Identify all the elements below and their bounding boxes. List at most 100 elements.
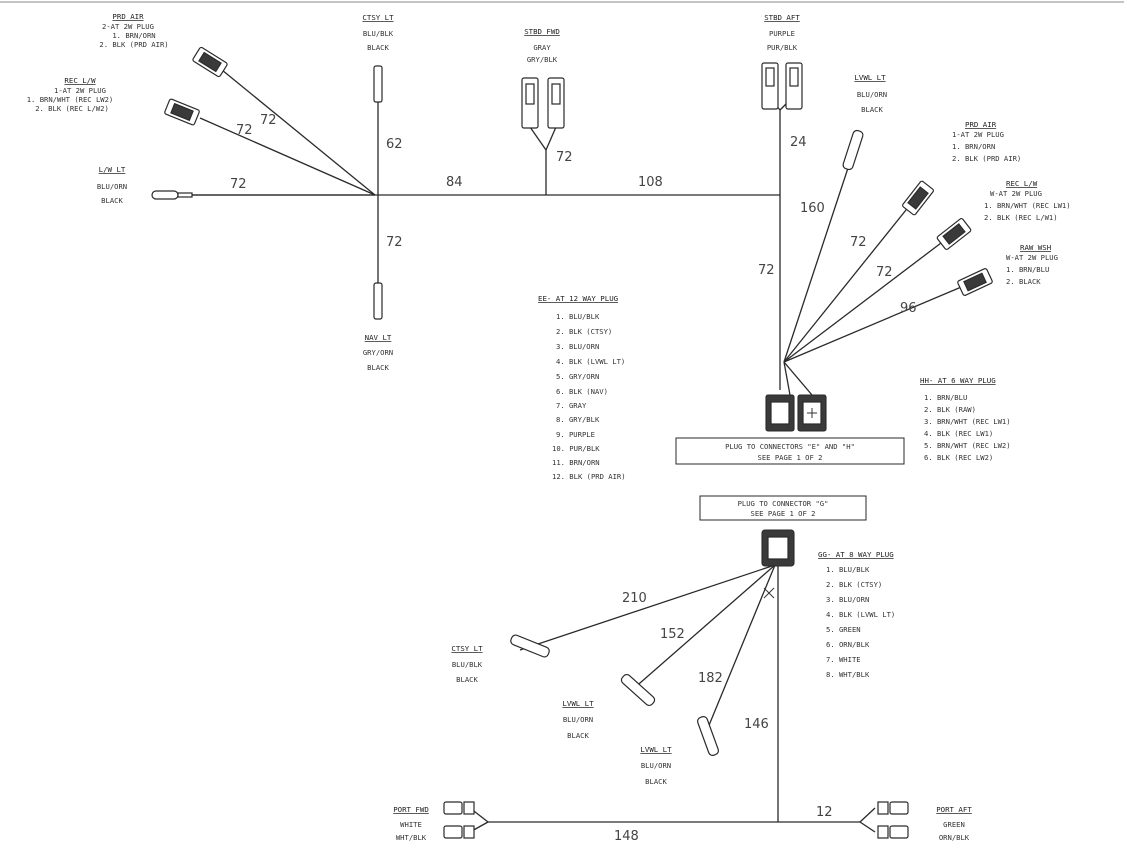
plug-box-g: PLUG TO CONNECTOR "G" SEE PAGE 1 OF 2	[699, 495, 867, 521]
hh-plug-list: HH- AT 6 WAY PLUG 1. BRN/BLU 2. BLK (RAW…	[920, 376, 1011, 462]
len-raw-wsh: 96	[900, 301, 917, 316]
list-item: 7. GRAY	[556, 401, 587, 410]
lvwl-lt-mid-label: LVWL LT BLU/ORN BLACK	[562, 699, 594, 740]
svg-text:PORT AFT: PORT AFT	[936, 805, 972, 814]
rec-lw-connector	[164, 98, 200, 126]
prd-air-right-label: PRD AIR 1-AT 2W PLUG 1. BRN/ORN 2. BLK (…	[952, 120, 1021, 163]
stbd-aft-connector	[761, 62, 803, 110]
list-item: 2. BLK (CTSY)	[826, 580, 882, 589]
svg-text:BLACK: BLACK	[861, 105, 883, 114]
svg-text:1. BRN/WHT (REC LW1): 1. BRN/WHT (REC LW1)	[984, 201, 1071, 210]
list-item: 6. BLK (REC LW2)	[924, 453, 993, 462]
ee-plug-title: EE- AT 12 WAY PLUG	[538, 294, 618, 303]
len-stbd-fwd: 72	[556, 150, 573, 165]
port-fwd-label: PORT FWD WHITE WHT/BLK	[393, 805, 429, 842]
svg-text:1. BRN/ORN: 1. BRN/ORN	[112, 31, 155, 40]
svg-text:BLU/BLK: BLU/BLK	[363, 29, 394, 38]
len-ctsy-bottom: 210	[622, 591, 647, 606]
len-lw-lt: 72	[230, 177, 247, 192]
len-port-fwd: 148	[614, 829, 639, 844]
list-item: 3. BLU/ORN	[556, 342, 599, 351]
list-item: 3. BRN/WHT (REC LW1)	[924, 417, 1011, 426]
list-item: 8. WHT/BLK	[826, 670, 870, 679]
len-rec-lw: 72	[236, 123, 253, 138]
ctsy-bot-wire	[519, 564, 776, 651]
svg-text:PLUG TO CONNECTORS "E" AND "H": PLUG TO CONNECTORS "E" AND "H"	[725, 442, 855, 451]
len-rec-lw-right: 72	[876, 265, 893, 280]
svg-text:PRD AIR: PRD AIR	[112, 12, 144, 21]
svg-text:BLU/ORN: BLU/ORN	[857, 90, 887, 99]
lw-lt-label: L/W LT BLU/ORN BLACK	[97, 165, 127, 205]
len-stbd-aft: 24	[790, 135, 807, 150]
list-item: 10. PUR/BLK	[552, 444, 600, 453]
svg-text:LVWL LT: LVWL LT	[640, 745, 672, 754]
list-item: 3. BLU/ORN	[826, 595, 869, 604]
list-item: 4. BLK (LVWL LT)	[556, 357, 625, 366]
list-item: 12. BLK (PRD AIR)	[552, 472, 626, 481]
stbd-fwd-connector	[521, 77, 565, 129]
list-item: 8. GRY/BLK	[556, 415, 600, 424]
svg-text:BLACK: BLACK	[367, 43, 389, 52]
list-item: 6. BLK (NAV)	[556, 387, 608, 396]
ctsy-lt-top-label: CTSY LT BLU/BLK BLACK	[362, 13, 394, 52]
svg-text:BLU/ORN: BLU/ORN	[97, 182, 127, 191]
stbd-aft-label: STBD AFT PURPLE PUR/BLK	[764, 13, 800, 52]
svg-text:1-AT 2W PLUG: 1-AT 2W PLUG	[54, 86, 106, 95]
len-prd-air: 72	[260, 113, 277, 128]
list-item: 5. GRY/ORN	[556, 372, 599, 381]
svg-text:BLACK: BLACK	[101, 196, 123, 205]
svg-text:BLACK: BLACK	[456, 675, 478, 684]
svg-text:2. BLK (REC L/W2): 2. BLK (REC L/W2)	[35, 104, 109, 113]
ctsy-lt-bottom-connector	[510, 634, 550, 658]
list-item: 11. BRN/ORN	[552, 458, 600, 467]
svg-text:W-AT 2W PLUG: W-AT 2W PLUG	[1006, 253, 1058, 262]
nav-lt-connector	[373, 282, 383, 320]
prd-air-right-connector	[902, 180, 934, 216]
len-down: 72	[758, 263, 775, 278]
svg-text:PLUG TO CONNECTOR "G": PLUG TO CONNECTOR "G"	[738, 499, 829, 508]
list-item: 7. WHITE	[826, 655, 861, 664]
svg-text:BLU/BLK: BLU/BLK	[452, 660, 483, 669]
wire-lengths: 72 72 72 62 72 84 108 72 24 160 72 72 96…	[230, 113, 917, 844]
len-lvwl-mid: 152	[660, 627, 685, 642]
lw-lt-connector	[151, 190, 193, 200]
svg-text:BLACK: BLACK	[567, 731, 589, 740]
svg-text:2. BLACK: 2. BLACK	[1006, 277, 1041, 286]
svg-text:2. BLK (PRD AIR): 2. BLK (PRD AIR)	[952, 154, 1021, 163]
svg-text:GRY/ORN: GRY/ORN	[363, 348, 393, 357]
svg-text:PORT FWD: PORT FWD	[393, 805, 429, 814]
list-item: 2. BLK (CTSY)	[556, 327, 612, 336]
svg-text:1. BRN/WHT (REC LW2): 1. BRN/WHT (REC LW2)	[27, 95, 114, 104]
svg-text:BLACK: BLACK	[645, 777, 667, 786]
svg-text:ORN/BLK: ORN/BLK	[939, 833, 970, 842]
svg-text:WHT/BLK: WHT/BLK	[396, 833, 427, 842]
svg-text:CTSY LT: CTSY LT	[451, 644, 483, 653]
ctsy-lt-top-connector	[373, 65, 383, 103]
svg-text:NAV LT: NAV LT	[365, 333, 392, 342]
svg-text:GREEN: GREEN	[943, 820, 965, 829]
list-item: 1. BLU/BLK	[826, 565, 870, 574]
ctsy-lt-bottom-label: CTSY LT BLU/BLK BLACK	[451, 644, 483, 684]
rec-lw-right-label: REC L/W W-AT 2W PLUG 1. BRN/WHT (REC LW1…	[984, 179, 1071, 222]
svg-text:PRD AIR: PRD AIR	[965, 120, 997, 129]
svg-text:WHITE: WHITE	[400, 820, 422, 829]
svg-text:1. BRN/BLU: 1. BRN/BLU	[1006, 265, 1049, 274]
lvwl-lt-bot-connector	[696, 716, 720, 756]
list-item: 2. BLK (RAW)	[924, 405, 976, 414]
list-item: 1. BLU/BLK	[556, 312, 600, 321]
svg-text:W-AT 2W PLUG: W-AT 2W PLUG	[990, 189, 1042, 198]
port-aft-label: PORT AFT GREEN ORN/BLK	[936, 805, 972, 842]
svg-text:LVWL LT: LVWL LT	[562, 699, 594, 708]
plug-box-e-h: PLUG TO CONNECTORS "E" AND "H" SEE PAGE …	[675, 437, 905, 465]
prd-air-label: PRD AIR 2-AT 2W PLUG 1. BRN/ORN 2. BLK (…	[99, 12, 168, 49]
len-ctsy-top: 62	[386, 137, 403, 152]
svg-text:2. BLK (PRD AIR): 2. BLK (PRD AIR)	[99, 40, 168, 49]
raw-wsh-label: RAW WSH W-AT 2W PLUG 1. BRN/BLU 2. BLACK	[1006, 243, 1058, 286]
len-trunk-b: 108	[638, 175, 663, 190]
len-trunk-a: 84	[446, 175, 463, 190]
ee-hh-plug-connector	[765, 394, 827, 432]
svg-text:STBD FWD: STBD FWD	[524, 27, 560, 36]
list-item: 9. PURPLE	[556, 430, 595, 439]
svg-text:1-AT 2W PLUG: 1-AT 2W PLUG	[952, 130, 1004, 139]
